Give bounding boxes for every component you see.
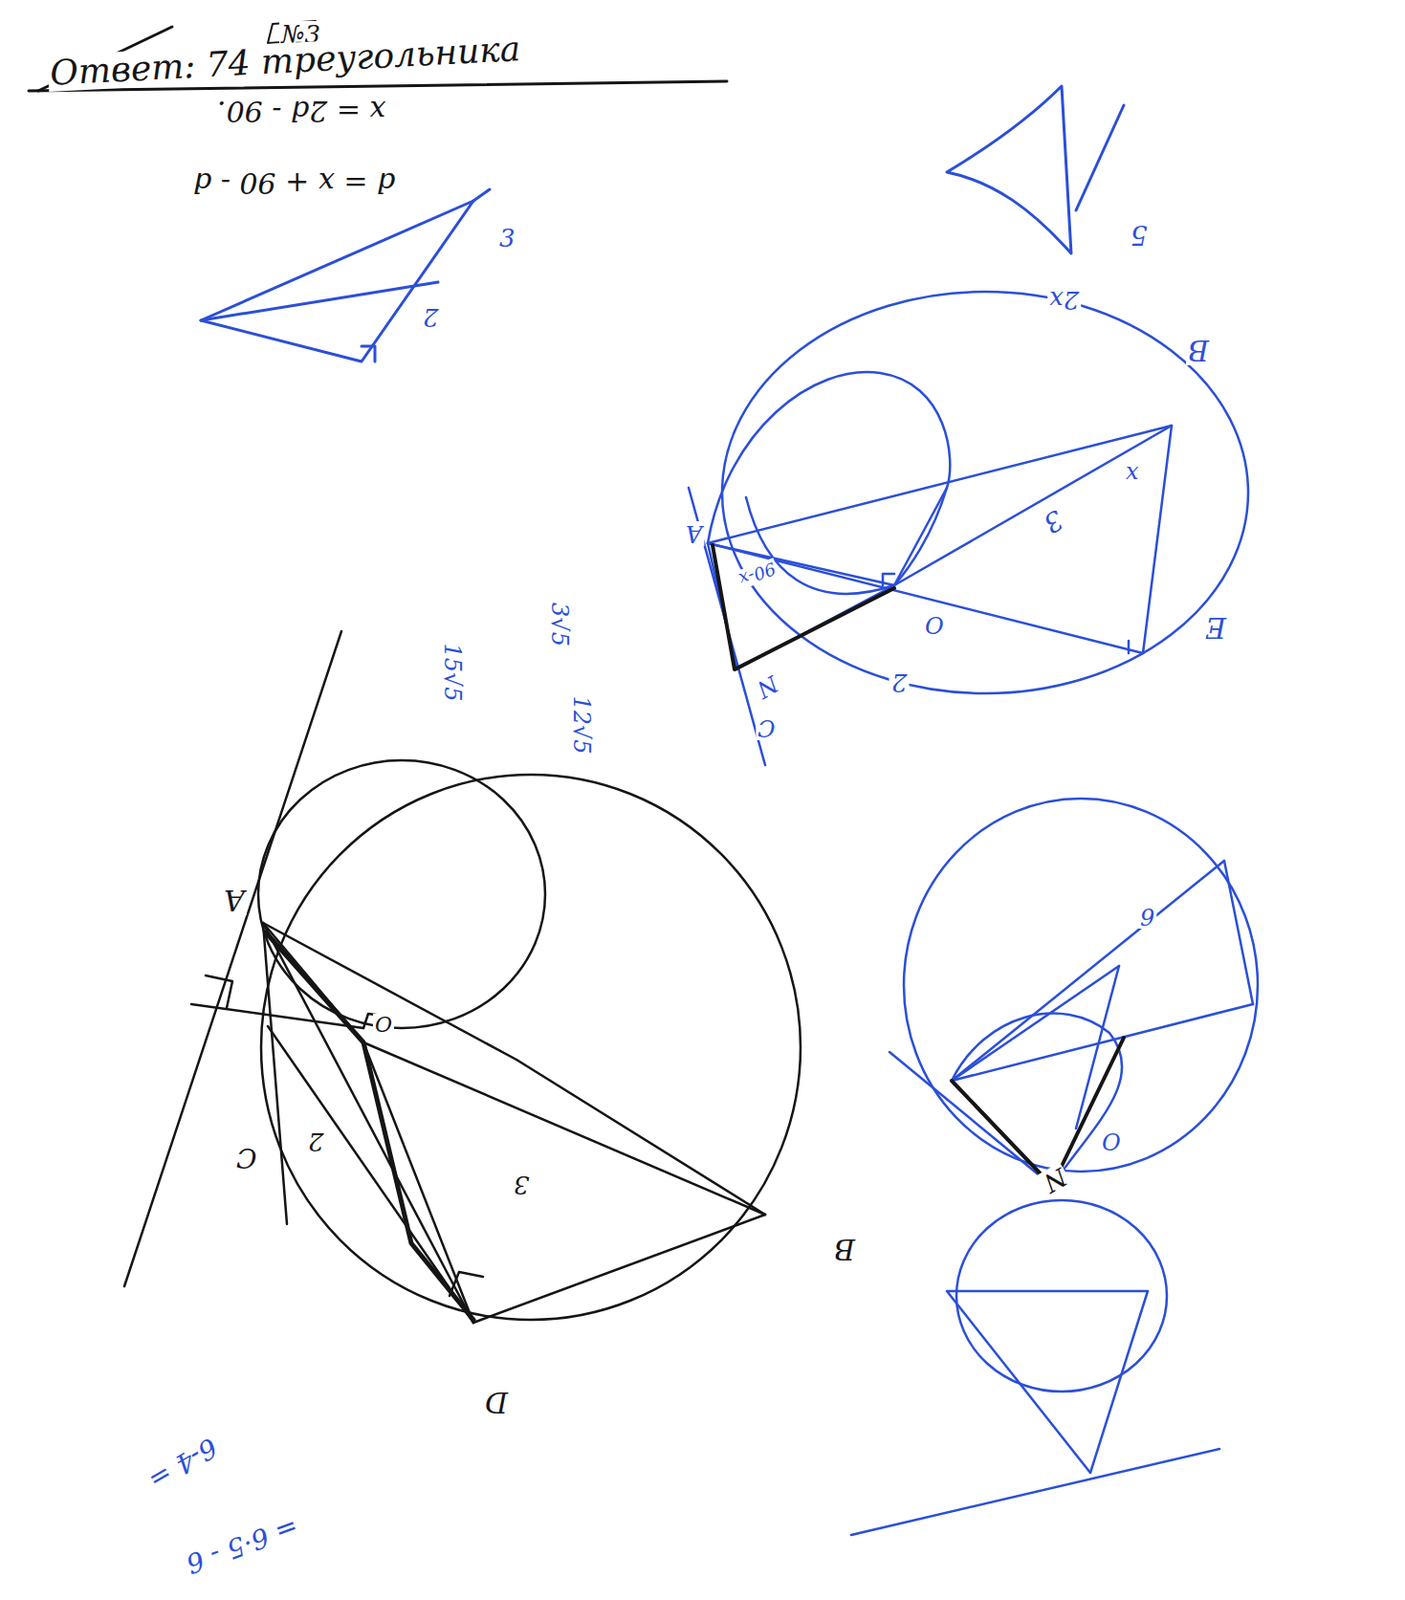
handwritten-note: B xyxy=(1185,334,1211,366)
triangle-sketch xyxy=(200,86,1124,362)
handwritten-note: 2 xyxy=(306,1128,327,1156)
answer-frame xyxy=(28,21,727,91)
handwritten-note: 2x xyxy=(1047,286,1081,314)
handwritten-note: C xyxy=(755,715,777,741)
highlight-line xyxy=(712,545,895,670)
handwritten-note: 15√5 xyxy=(439,640,465,703)
handwritten-note: 3 xyxy=(497,224,518,252)
circle-figure xyxy=(688,291,1249,766)
handwritten-note: d = x + 90 - d xyxy=(191,167,397,198)
handwritten-note: 6-4 = xyxy=(141,1431,224,1496)
handwritten-note: 90-x xyxy=(734,557,780,591)
handwritten-note: 5 xyxy=(1128,219,1150,249)
highlight-line xyxy=(265,932,474,1320)
handwritten-note: 6 xyxy=(1138,903,1157,929)
handwritten-note: 3√5 xyxy=(547,600,572,649)
handwritten-note: C xyxy=(234,1142,259,1172)
handwritten-note: = 6·5 - 6 xyxy=(180,1510,305,1579)
handwritten-note: A xyxy=(683,521,704,547)
handwritten-note: A xyxy=(221,884,247,916)
handwritten-note: x = 2d - 90. xyxy=(215,95,388,127)
handwritten-note: 12√5 xyxy=(569,693,594,756)
handwritten-note: 3 xyxy=(511,1171,532,1199)
handwritten-note: E xyxy=(1203,612,1229,643)
handwritten-note: 2 xyxy=(889,669,910,697)
handwritten-note: D xyxy=(482,1386,510,1418)
handwritten-note: 3 xyxy=(1036,504,1070,540)
handwritten-note: 2 xyxy=(420,304,441,331)
handwritten-note: B xyxy=(832,1233,857,1265)
handwritten-note: x xyxy=(1123,459,1142,484)
handwritten-note: O xyxy=(373,1013,395,1037)
highlight-line xyxy=(951,1037,1124,1186)
handwritten-note: N xyxy=(750,669,785,703)
handwritten-note: O xyxy=(1099,1128,1123,1154)
circle-figure xyxy=(851,798,1258,1536)
circle-figure xyxy=(124,631,801,1323)
handwritten-note: O xyxy=(922,612,946,637)
